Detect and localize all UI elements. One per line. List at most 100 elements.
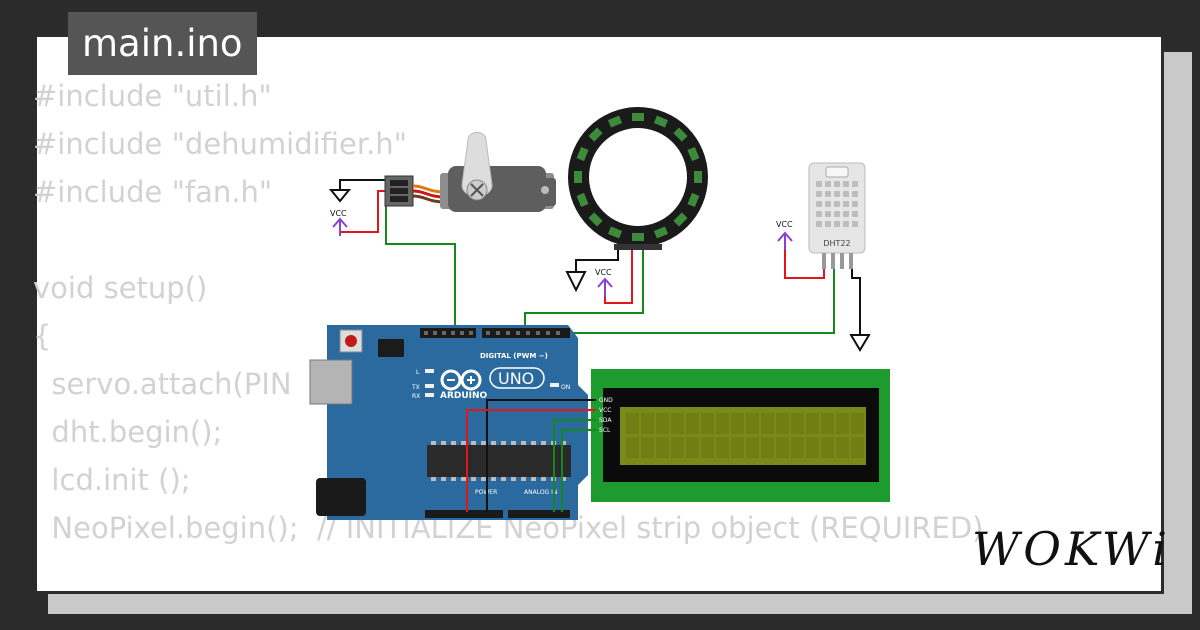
vent-hole — [816, 201, 822, 207]
vent-hole — [843, 191, 849, 197]
lcd-char-cell — [671, 413, 684, 434]
header-pin — [526, 331, 530, 335]
code-line: { — [33, 319, 52, 353]
chip-pin — [431, 441, 436, 445]
vent-hole — [825, 221, 831, 227]
code-line: lcd.init (); — [33, 463, 191, 497]
lcd-char-cell — [776, 437, 789, 458]
lcd-char-cell — [851, 413, 864, 434]
chip-pin — [441, 441, 446, 445]
lcd-char-cell — [791, 437, 804, 458]
wire-servo-signal — [385, 201, 456, 332]
header-pin — [469, 331, 473, 335]
vcc-label: VCC — [776, 220, 793, 229]
lcd-char-cell — [731, 413, 744, 434]
header-pin — [516, 331, 520, 335]
led-segment — [632, 233, 644, 241]
code-line: #include "fan.h" — [33, 175, 273, 209]
header-pin — [496, 331, 500, 335]
header-pin — [433, 331, 437, 335]
chip-pin — [511, 477, 516, 481]
vent-hole — [834, 201, 840, 207]
ring-vcc: VCC — [595, 246, 633, 304]
chip-pin — [491, 477, 496, 481]
servo-vcc: VCC — [330, 190, 388, 236]
led-segment — [673, 212, 688, 227]
vent-hole — [852, 201, 858, 207]
dht22-sensor: DHT22 — [808, 162, 866, 269]
vent-hole — [816, 211, 822, 217]
code-line: NeoPixel.begin(); // INITIALIZE NeoPixel… — [33, 511, 984, 545]
wire-dht-data — [565, 268, 835, 334]
wire-lcd-vcc — [466, 409, 596, 512]
lcd-char-cell — [806, 413, 819, 434]
dht-ground — [849, 268, 871, 352]
vent-hole — [834, 221, 840, 227]
lcd-char-cell — [761, 437, 774, 458]
vent-hole — [816, 221, 822, 227]
header-pin — [486, 331, 490, 335]
vent-hole — [852, 181, 858, 187]
file-tab: main.ino — [68, 12, 257, 75]
header-pin — [451, 331, 455, 335]
led-segment — [607, 226, 623, 239]
header-pin — [460, 331, 464, 335]
wire-lcd-sda — [553, 419, 596, 512]
chip-pin — [541, 477, 546, 481]
header-pin — [546, 331, 550, 335]
lcd-char-cell — [746, 413, 759, 434]
lcd-char-cell — [731, 437, 744, 458]
chip-pin — [431, 477, 436, 481]
header-pin — [424, 331, 428, 335]
lcd-char-cell — [716, 437, 729, 458]
chip-pin — [501, 441, 506, 445]
led-l-label: L — [416, 369, 420, 376]
on-label: ON — [561, 384, 570, 391]
chip-pin — [561, 477, 566, 481]
ring-ground — [565, 246, 619, 293]
chip-pin — [511, 441, 516, 445]
code-line: #include "util.h" — [33, 79, 272, 113]
arduino-uno-board: DIGITAL (PWM ~) UNO ARDUINO L TX RX ON P… — [309, 325, 588, 520]
vcc-label: VCC — [595, 268, 612, 277]
servo-motor — [384, 132, 556, 212]
chip-pin — [471, 477, 476, 481]
vent-hole — [825, 191, 831, 197]
led-segment — [673, 127, 688, 142]
vent-hole — [843, 181, 849, 187]
lcd-char-cell — [656, 437, 669, 458]
wire-ring-data — [524, 246, 644, 332]
code-line: dht.begin(); — [33, 415, 223, 449]
lcd-char-cell — [851, 437, 864, 458]
led-segment — [576, 192, 589, 208]
lcd-char-cell — [701, 437, 714, 458]
lcd-pin-label: SDA — [599, 417, 612, 424]
header-pin — [442, 331, 446, 335]
chip-pin — [561, 441, 566, 445]
lcd-char-cell — [716, 413, 729, 434]
lcd-char-cell — [821, 413, 834, 434]
wokwi-logo: WOKWi — [972, 522, 1171, 576]
chip-pin — [531, 441, 536, 445]
chip-pin — [541, 441, 546, 445]
led-segment — [576, 146, 589, 162]
chip-pin — [521, 477, 526, 481]
vent-hole — [843, 221, 849, 227]
lcd-char-cell — [836, 437, 849, 458]
neopixel-ring — [568, 107, 708, 250]
wire-lcd-scl — [561, 429, 596, 512]
lcd-char-cell — [746, 437, 759, 458]
led-segment — [632, 113, 644, 121]
chip-pin — [441, 477, 446, 481]
lcd-pin-label: VCC — [599, 407, 611, 414]
lcd-char-cell — [656, 413, 669, 434]
lcd-char-cell — [626, 437, 639, 458]
vent-hole — [825, 201, 831, 207]
chip-pin — [471, 441, 476, 445]
lcd-char-cell — [821, 437, 834, 458]
lcd-pin-label: GND — [599, 397, 613, 404]
code-line: #include "dehumidifier.h" — [33, 127, 408, 161]
vent-hole — [852, 221, 858, 227]
